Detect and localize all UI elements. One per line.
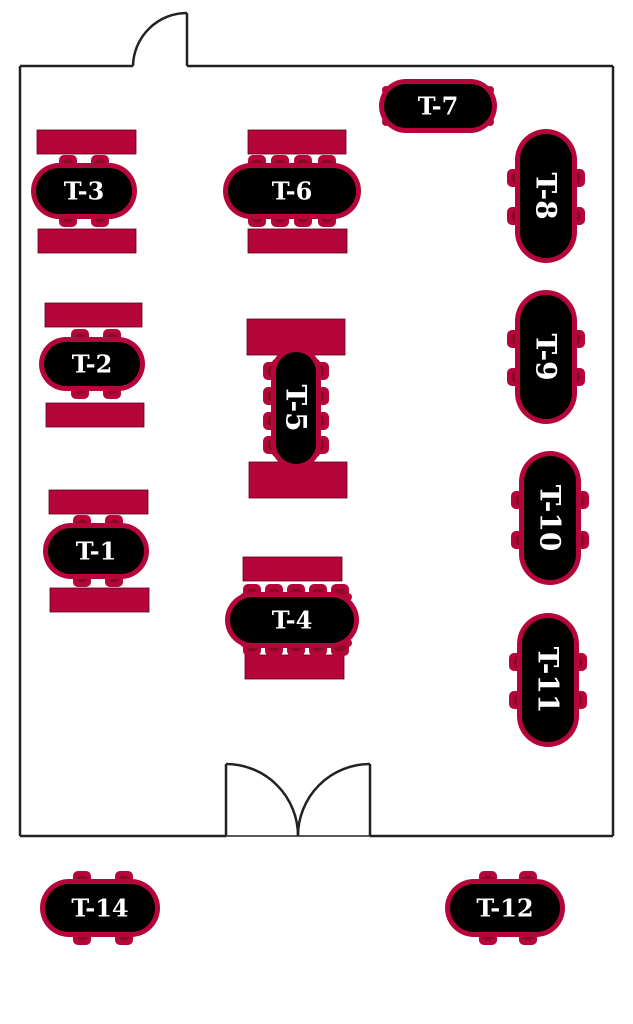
table-top-t1 <box>48 528 144 574</box>
bench-t6-bottom <box>247 228 348 254</box>
table-label-t10: T-10 <box>534 485 567 552</box>
room-walls <box>18 64 615 838</box>
bench-t1-bottom <box>49 587 150 613</box>
table-t14[interactable]: T-14 <box>40 871 160 945</box>
table-t4[interactable]: T-4 <box>225 584 359 656</box>
table-t1[interactable]: T-1 <box>43 515 149 587</box>
table-label-t6: T-6 <box>272 177 313 206</box>
table-t7[interactable]: T-7 <box>379 79 497 133</box>
table-top-t14 <box>45 884 155 932</box>
bench-t4-bottom <box>244 654 345 680</box>
bench-t2-bottom <box>45 402 145 428</box>
bench-t2-top <box>44 302 143 328</box>
bench-t3-bottom <box>37 228 137 254</box>
table-label-t2: T-2 <box>72 350 113 379</box>
tables: T-3 T-6 T-7T-8T-2T-5 T-9T-1 T-10T-4T-11T-14 T… <box>31 79 589 945</box>
table-top-t5 <box>276 352 316 464</box>
door-bottom <box>224 762 372 837</box>
table-top-t10 <box>524 456 576 580</box>
table-label-t11: T-11 <box>532 647 565 714</box>
bench-t3-top <box>36 129 137 155</box>
table-label-t8: T-8 <box>530 172 563 219</box>
bench-t6-top <box>247 129 347 155</box>
table-label-t3: T-3 <box>64 177 105 206</box>
table-label-t14: T-14 <box>71 894 128 923</box>
table-top-t9 <box>520 295 572 419</box>
door-top <box>131 11 189 67</box>
table-label-t12: T-12 <box>476 894 533 923</box>
table-top-t12 <box>450 884 560 932</box>
table-t11[interactable]: T-11 <box>509 613 587 747</box>
table-label-t9: T-9 <box>530 333 563 380</box>
table-top-t2 <box>44 342 140 386</box>
table-label-t7: T-7 <box>418 92 459 121</box>
table-t10[interactable]: T-10 <box>511 451 589 585</box>
table-top-t7 <box>384 84 492 128</box>
bench-t1-top <box>48 489 149 515</box>
table-top-t8 <box>520 134 572 258</box>
table-label-t1: T-1 <box>76 537 117 566</box>
table-t2[interactable]: T-2 <box>39 329 145 399</box>
bench-t4-top <box>242 556 343 582</box>
table-t6[interactable]: T-6 <box>223 155 361 227</box>
table-top-t6 <box>228 168 356 214</box>
table-top-t4 <box>230 597 354 643</box>
table-label-t5: T-5 <box>280 384 313 431</box>
table-t12[interactable]: T-12 <box>445 871 565 945</box>
table-top-t3 <box>36 168 132 214</box>
table-t8[interactable]: T-8 <box>507 129 585 263</box>
table-top-t11 <box>522 618 574 742</box>
table-t3[interactable]: T-3 <box>31 155 137 227</box>
table-t5[interactable]: T-5 <box>263 347 329 469</box>
table-t9[interactable]: T-9 <box>507 290 585 424</box>
table-label-t4: T-4 <box>272 606 313 635</box>
